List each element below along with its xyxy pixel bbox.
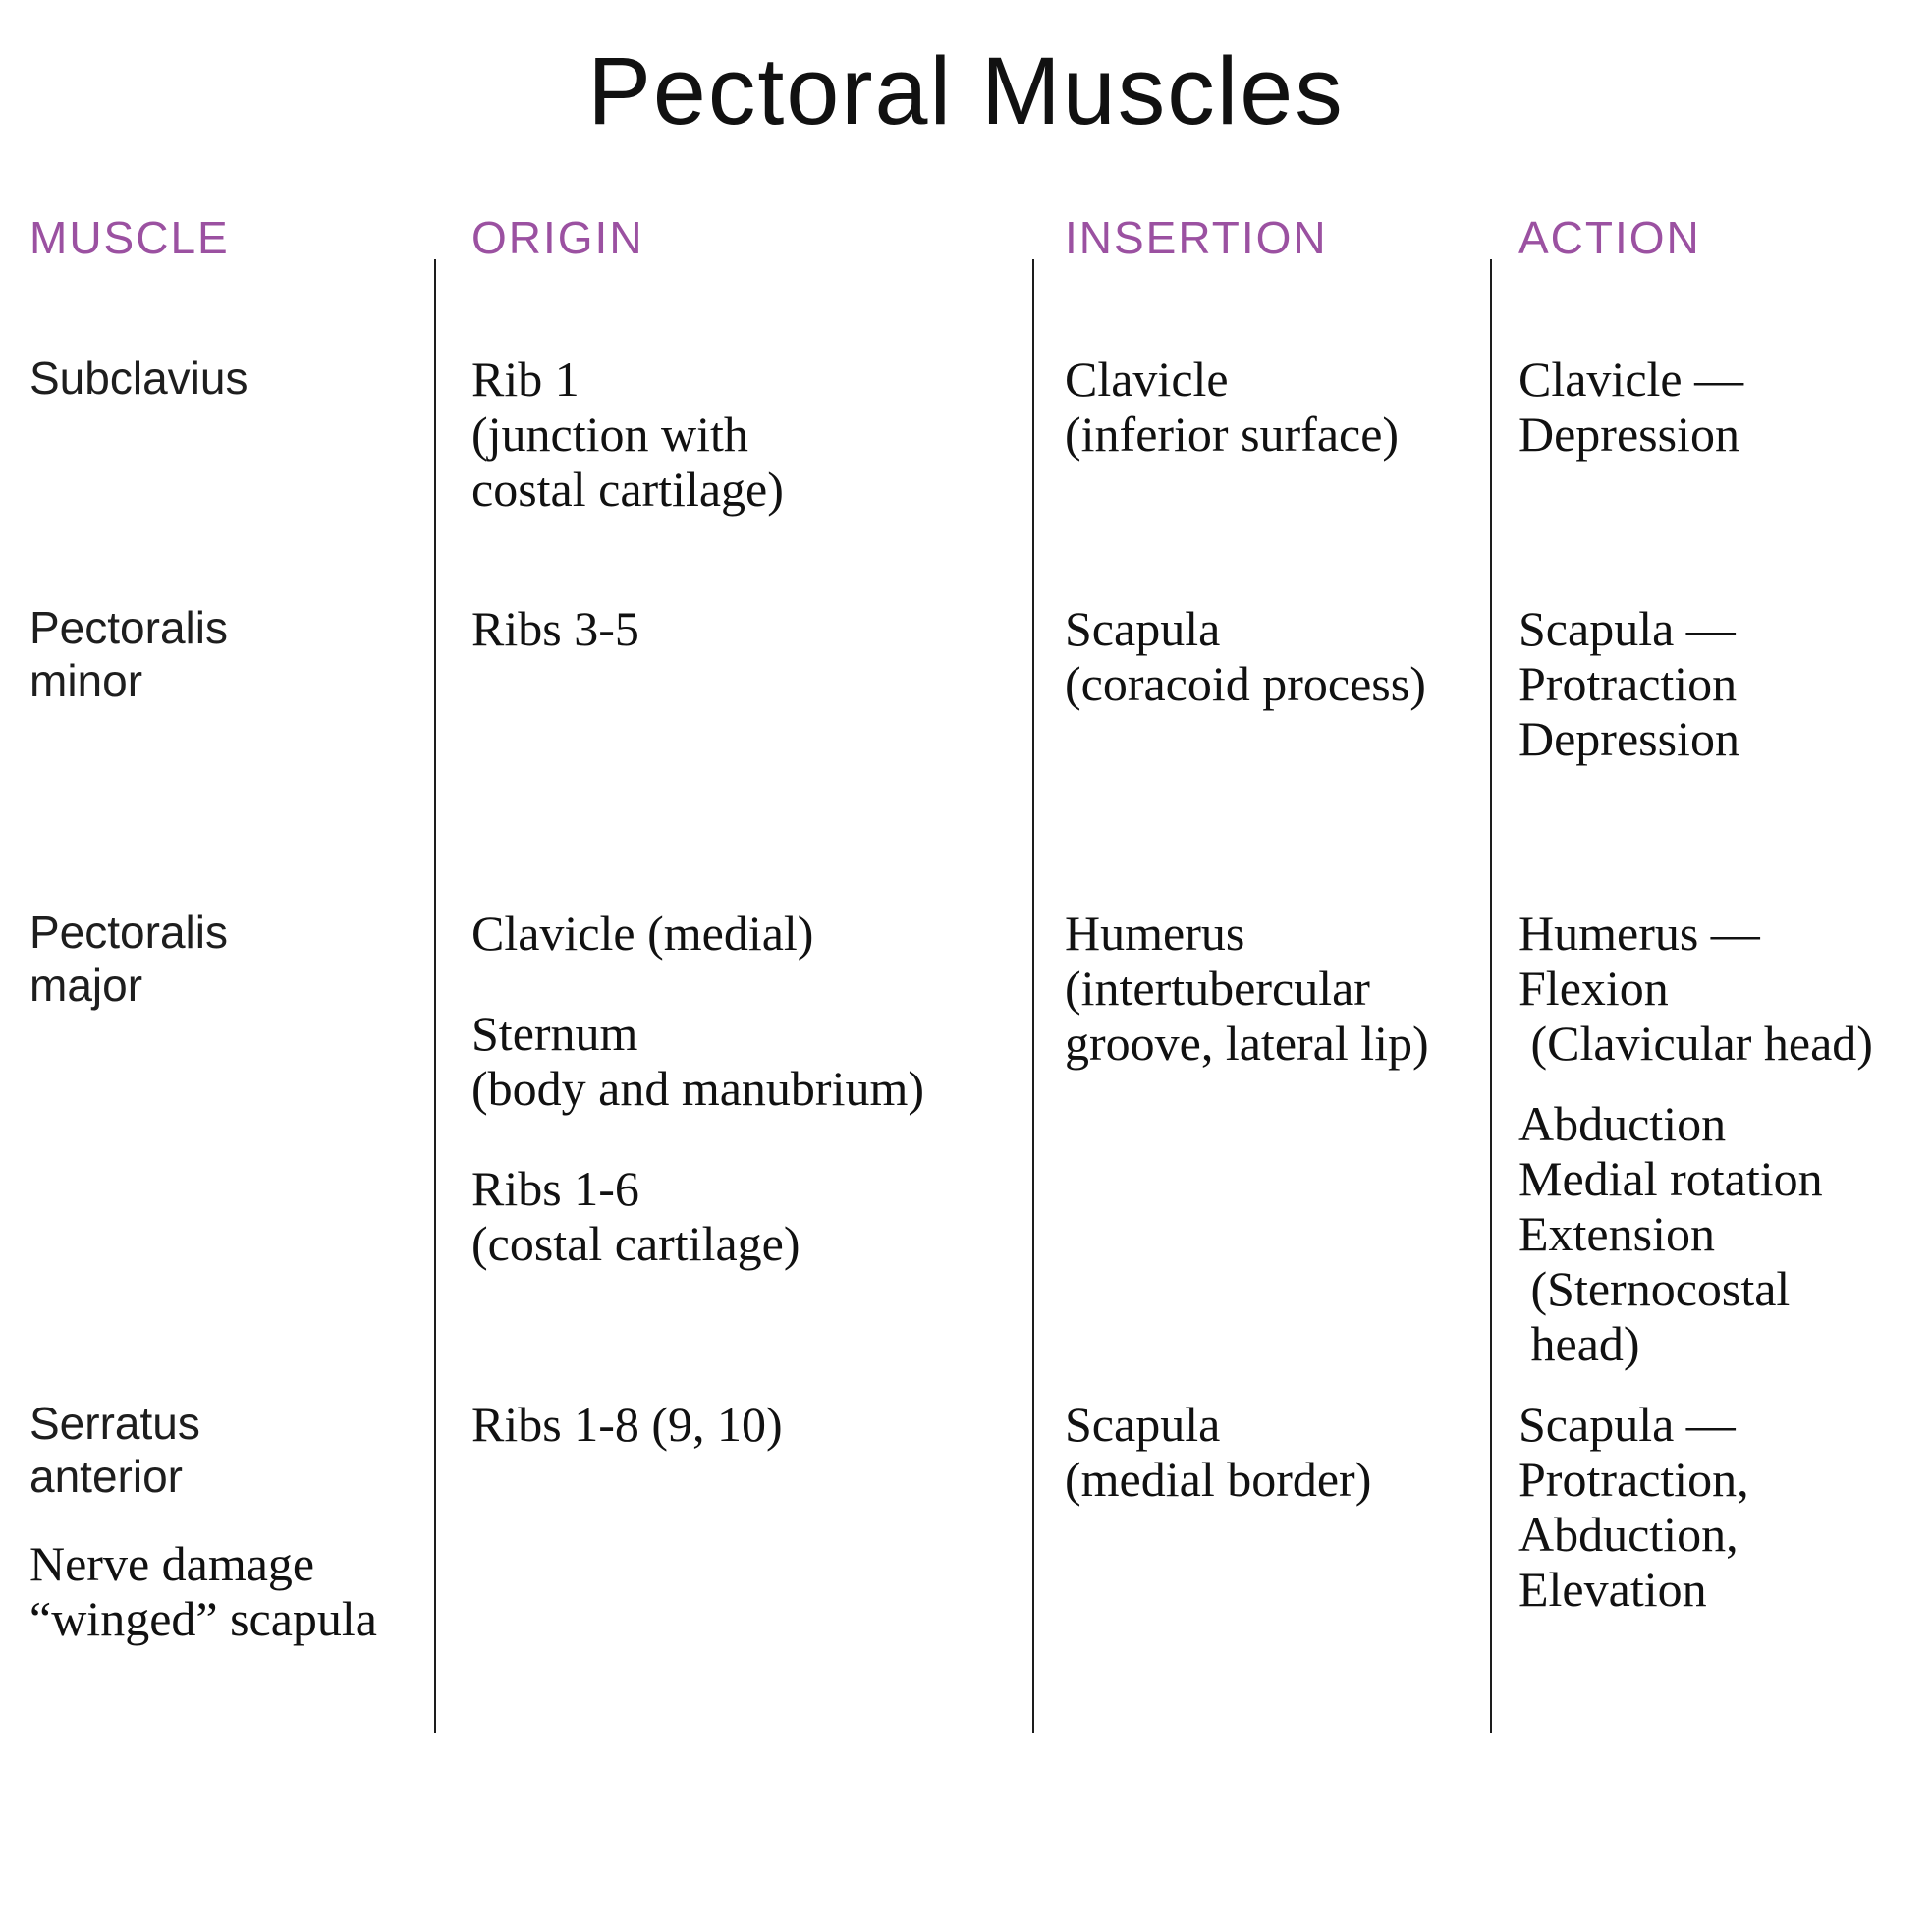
muscle-text: Serratus anterior [29, 1398, 200, 1502]
cell-insertion: Scapula (coracoid process) [1065, 601, 1482, 711]
column-divider [1032, 259, 1034, 1733]
origin-text: Clavicle (medial) [471, 906, 814, 961]
cell-origin: Rib 1 (junction with costal cartilage) [471, 352, 1021, 517]
cell-origin: Ribs 1-8 (9, 10) [471, 1397, 1021, 1452]
insertion-text: Clavicle (inferior surface) [1065, 352, 1400, 462]
muscle-text: Nerve damage “winged” scapula [29, 1536, 378, 1646]
insertion-text: Scapula (coracoid process) [1065, 601, 1426, 711]
cell-action: Humerus — Flexion (Clavicular head) Abduc… [1518, 906, 1931, 1371]
column-header-insertion: INSERTION [1065, 212, 1328, 263]
column-header-origin: ORIGIN [471, 212, 644, 263]
cell-origin: Ribs 3-5 [471, 601, 1021, 656]
action-text: Humerus — Flexion (Clavicular head) [1518, 906, 1873, 1071]
muscle-text: Subclavius [29, 353, 248, 404]
cell-action: Clavicle — Depression [1518, 352, 1931, 462]
origin-text: Ribs 3-5 [471, 601, 639, 656]
cell-action: Scapula — Protraction, Abduction, Elevat… [1518, 1397, 1931, 1617]
cell-action: Scapula — Protraction Depression [1518, 601, 1931, 766]
cell-muscle: Subclavius [29, 352, 422, 405]
muscle-text: Pectoralis minor [29, 602, 228, 706]
insertion-text: Humerus (intertubercular groove, lateral… [1065, 906, 1429, 1071]
cell-insertion: Scapula (medial border) [1065, 1397, 1482, 1507]
origin-text: Ribs 1-6 (costal cartilage) [471, 1161, 800, 1271]
cell-muscle: Pectoralis minor [29, 601, 422, 707]
action-text: Abduction Medial rotation Extension (Ste… [1518, 1096, 1823, 1371]
cell-insertion: Clavicle (inferior surface) [1065, 352, 1482, 462]
column-header-muscle: MUSCLE [29, 212, 230, 263]
column-divider [1490, 259, 1492, 1733]
origin-text: Ribs 1-8 (9, 10) [471, 1397, 783, 1452]
cell-muscle: Pectoralis major [29, 906, 422, 1012]
cell-insertion: Humerus (intertubercular groove, lateral… [1065, 906, 1482, 1071]
column-divider [434, 259, 436, 1733]
origin-text: Rib 1 (junction with costal cartilage) [471, 352, 784, 517]
action-text: Scapula — Protraction, Abduction, Elevat… [1518, 1397, 1749, 1617]
action-text: Scapula — Protraction Depression [1518, 601, 1739, 766]
insertion-text: Scapula (medial border) [1065, 1397, 1372, 1507]
origin-text: Sternum (body and manubrium) [471, 1006, 925, 1116]
action-text: Clavicle — Depression [1518, 352, 1744, 462]
column-header-action: ACTION [1518, 212, 1701, 263]
muscle-text: Pectoralis major [29, 907, 228, 1011]
cell-origin: Clavicle (medial) Sternum (body and manub… [471, 906, 1021, 1271]
page-title: Pectoral Muscles [587, 37, 1345, 144]
